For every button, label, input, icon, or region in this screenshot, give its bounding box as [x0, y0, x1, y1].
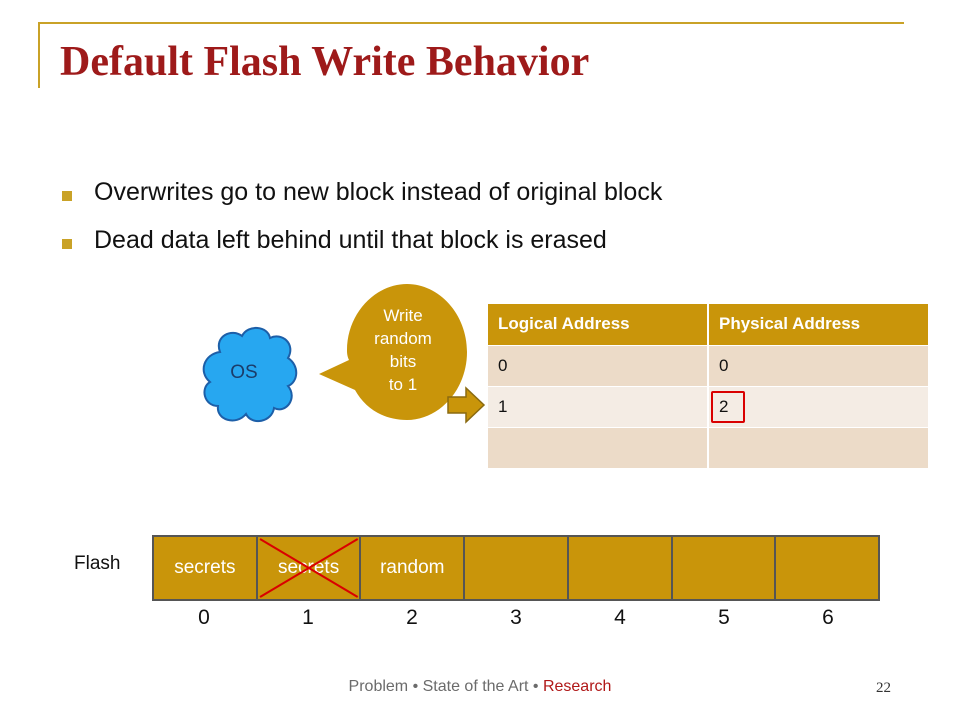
address-mapping-table: Logical Address Physical Address 0 0 1 2 — [488, 304, 928, 468]
highlighted-value-text: 2 — [719, 396, 729, 416]
highlight-ring — [711, 390, 745, 423]
right-arrow-icon — [447, 386, 486, 424]
frame-left-line — [38, 22, 40, 88]
table-cell — [707, 426, 928, 468]
cross-out-icon — [259, 538, 358, 598]
flash-block — [670, 537, 775, 599]
frame-top-line — [40, 22, 904, 24]
header-logical-address: Logical Address — [488, 304, 708, 345]
flash-block-label: secrets — [174, 557, 236, 578]
flash-index: 5 — [718, 606, 730, 629]
flash-block: random — [359, 537, 463, 599]
table-cell-highlighted: 2 — [707, 385, 928, 427]
bullet-square-icon — [62, 191, 72, 201]
bullet-square-icon — [62, 239, 72, 249]
table-cell — [488, 426, 708, 468]
flash-block: secrets — [154, 537, 256, 599]
bullet-text: Overwrites go to new block instead of or… — [94, 178, 663, 206]
speech-bubble-text: Write random bits to 1 — [343, 304, 463, 396]
bubble-line: random — [374, 329, 432, 348]
table-cell: 0 — [488, 344, 708, 386]
flash-index: 3 — [510, 606, 522, 629]
table-cell: 1 — [488, 385, 708, 427]
flash-index: 4 — [614, 606, 626, 629]
slide-title: Default Flash Write Behavior — [60, 39, 590, 85]
bubble-line: Write — [383, 306, 423, 325]
table-row — [488, 426, 928, 468]
flash-block — [463, 537, 567, 599]
speech-bubble-shape — [319, 284, 467, 420]
flash-block — [566, 537, 671, 599]
flash-block-crossed: secrets — [255, 537, 360, 599]
table-header-row: Logical Address Physical Address — [488, 304, 928, 345]
bullet-text: Dead data left behind until that block i… — [94, 226, 607, 254]
bullet-item: Dead data left behind until that block i… — [60, 226, 920, 274]
table-row: 1 2 — [488, 385, 928, 427]
bullet-list: Overwrites go to new block instead of or… — [60, 178, 920, 274]
bubble-line: bits — [389, 352, 417, 371]
highlighted-value: 2 — [711, 390, 745, 423]
flash-block — [774, 537, 878, 599]
footer-navigation-text: Problem • State of the Art • Research — [0, 678, 960, 696]
table-row: 0 0 — [488, 344, 928, 386]
flash-block-label: random — [380, 557, 445, 578]
flash-index: 2 — [406, 606, 418, 629]
flash-index: 0 — [198, 606, 210, 629]
footer-sections: Problem • State of the Art • — [348, 678, 543, 695]
header-physical-address: Physical Address — [707, 304, 928, 345]
page-number: 22 — [876, 680, 891, 696]
flash-index: 6 — [822, 606, 834, 629]
os-cloud-icon — [202, 327, 298, 423]
flash-label: Flash — [74, 553, 121, 574]
bullet-item: Overwrites go to new block instead of or… — [60, 178, 920, 226]
table-cell: 0 — [707, 344, 928, 386]
flash-index: 1 — [302, 606, 314, 629]
os-label: OS — [230, 362, 258, 383]
bubble-line: to 1 — [388, 375, 418, 394]
footer-current-section: Research — [542, 678, 612, 695]
flash-block-strip: secrets secrets random — [152, 535, 880, 601]
